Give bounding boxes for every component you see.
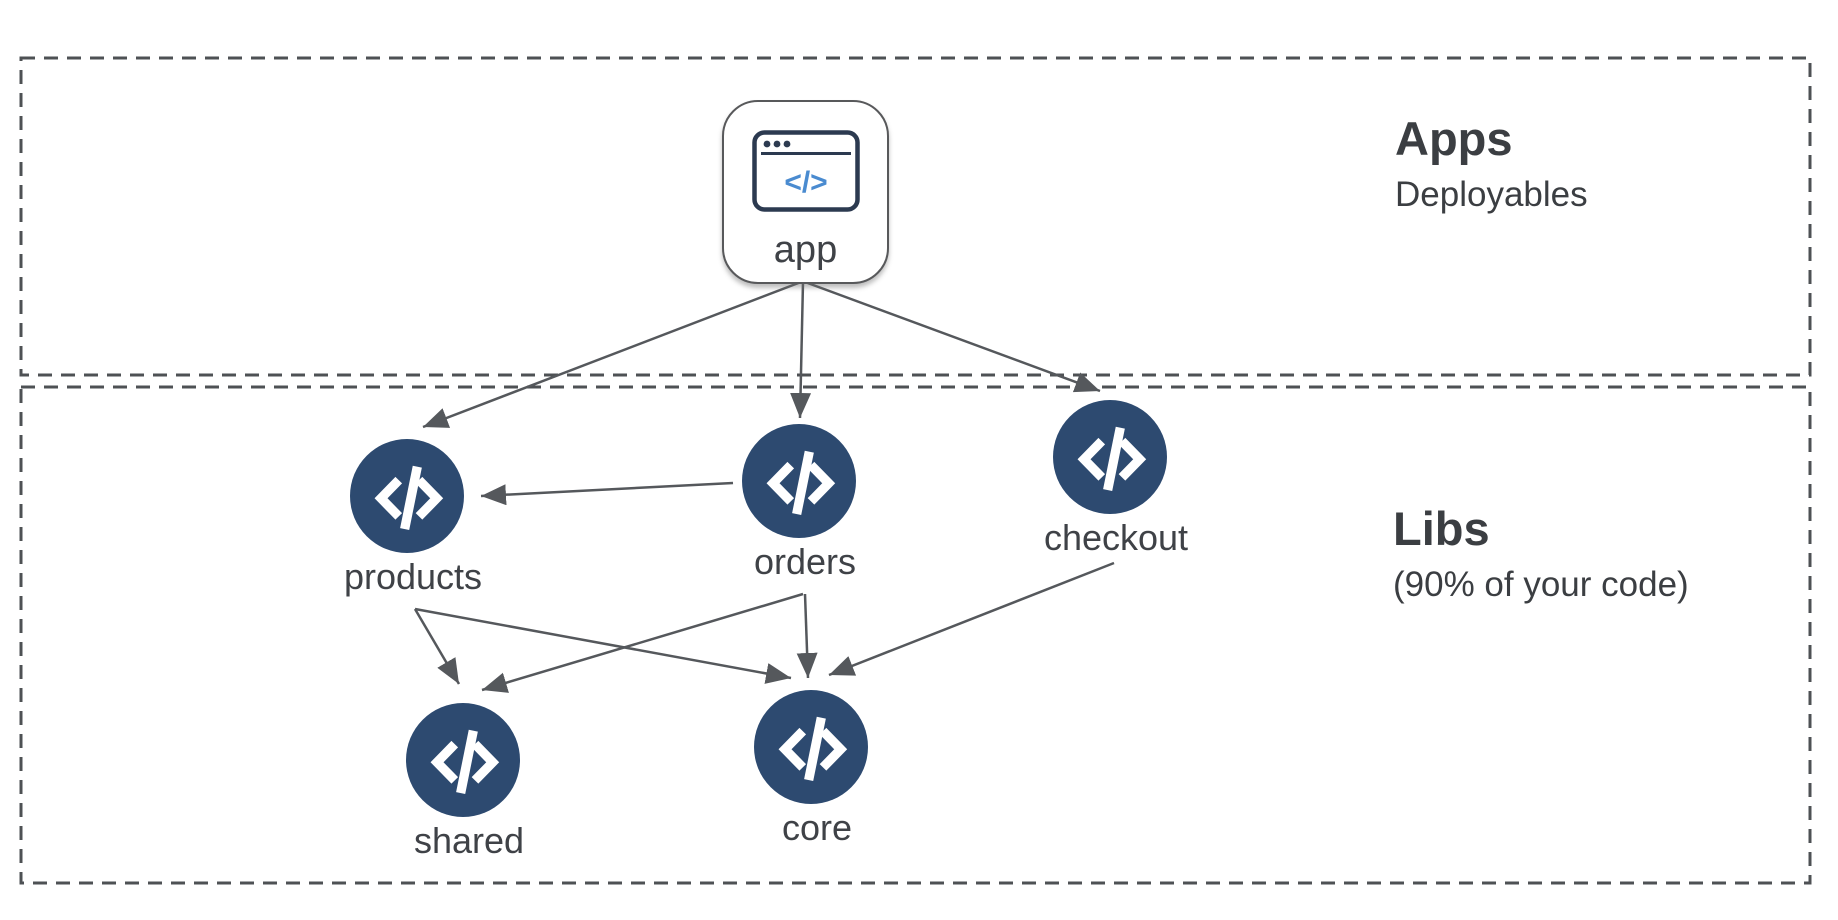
browser-dot-icon xyxy=(783,140,790,148)
edge-app-checkout xyxy=(804,280,1101,393)
code-glyph-icon xyxy=(374,465,444,530)
browser-dot-icon xyxy=(773,140,780,148)
apps-section-subtitle: Deployables xyxy=(1395,174,1588,214)
libs-section-subtitle: (90% of your code) xyxy=(1393,564,1689,604)
node-core-label: core xyxy=(781,807,853,848)
code-glyph-icon xyxy=(766,450,836,515)
apps-section-label: Apps Deployables xyxy=(1395,110,1588,217)
apps-section-border xyxy=(19,56,1812,377)
code-icon xyxy=(406,703,520,817)
libs-section-title: Libs xyxy=(1393,502,1490,555)
node-checkout-label: checkout xyxy=(1043,517,1189,558)
code-glyph-icon xyxy=(430,729,500,794)
browser-window-frame xyxy=(751,130,860,212)
code-glyph-icon xyxy=(778,716,848,781)
apps-section-title: Apps xyxy=(1395,112,1513,165)
node-products-label: products xyxy=(343,556,483,597)
edge-orders-products xyxy=(480,481,734,506)
libs-section-border xyxy=(19,385,1812,885)
code-text-icon: </> xyxy=(784,166,827,199)
node-orders-label: orders xyxy=(753,541,857,582)
edge-orders-core xyxy=(796,593,818,679)
code-icon xyxy=(1053,400,1167,514)
browser-code-icon: </> xyxy=(751,130,860,212)
edge-orders-shared xyxy=(481,592,804,693)
libs-section-label: Libs (90% of your code) xyxy=(1393,500,1689,607)
code-glyph-icon xyxy=(1077,426,1147,491)
code-icon xyxy=(742,424,856,538)
edge-checkout-core xyxy=(828,561,1115,677)
dependency-edges xyxy=(413,280,1115,693)
edge-products-core xyxy=(414,607,792,684)
code-icon xyxy=(754,690,868,804)
browser-dot-icon xyxy=(763,140,770,148)
node-shared-label: shared xyxy=(413,820,525,861)
node-app: </> app xyxy=(722,100,889,284)
edge-products-shared xyxy=(413,608,461,685)
node-app-label: app xyxy=(773,229,838,271)
edge-app-orders xyxy=(790,281,812,419)
edge-app-products xyxy=(422,280,802,429)
code-icon xyxy=(350,439,464,553)
